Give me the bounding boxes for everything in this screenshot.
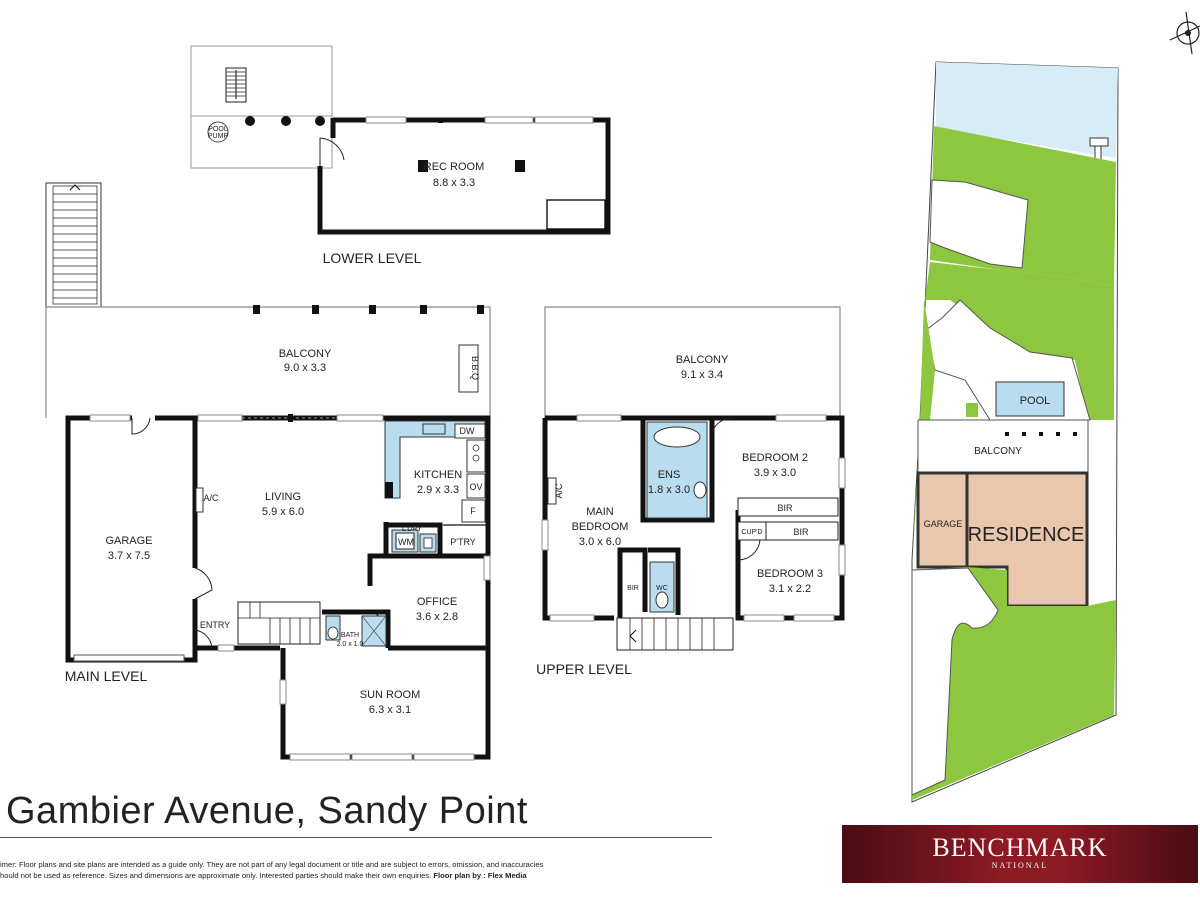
- main-bir-label: BIR: [627, 585, 639, 592]
- compass-icon: [1169, 11, 1200, 55]
- disclaimer-line-1: imer: Floor plans and site plans are int…: [0, 860, 544, 869]
- bath-walls: [322, 609, 391, 648]
- property-address: Gambier Avenue, Sandy Point: [6, 790, 528, 832]
- sun-room-name: SUN ROOM: [360, 689, 421, 701]
- logo-brand: BENCHMARK: [932, 833, 1108, 862]
- main-balcony-dims: 9.0 x 3.3: [284, 362, 326, 374]
- stair-icon: [225, 67, 247, 103]
- pool-pump-label-2: PUMP: [208, 133, 229, 140]
- main-balcony-name: BALCONY: [279, 348, 332, 360]
- divider: [0, 837, 712, 838]
- office-name: OFFICE: [417, 596, 457, 608]
- living-dims: 5.9 x 6.0: [262, 506, 304, 518]
- wm-label: WM: [398, 537, 414, 547]
- stair-icon: [237, 601, 321, 645]
- lower-level-title: LOWER LEVEL: [323, 250, 422, 266]
- main-bedroom-dims: 3.0 x 6.0: [579, 536, 621, 548]
- site-pool-label: POOL: [1020, 395, 1051, 407]
- main-level-title: MAIN LEVEL: [65, 668, 148, 684]
- upper-level: BALCONY 9.1 x 3.4 A/C MAIN BEDROOM 3.0 x…: [536, 306, 846, 677]
- ensuite-walls: [640, 418, 715, 523]
- main-balcony-outline: [45, 306, 491, 418]
- wc-walls: [617, 547, 681, 618]
- lawn-middle: [925, 262, 1114, 420]
- bedroom2-dims: 3.9 x 3.0: [754, 467, 796, 479]
- main-level: BALCONY 9.0 x 3.3 B.B.Q GARAGE 3.7 x 7.5…: [45, 182, 491, 761]
- bath-name: BATH: [341, 632, 359, 639]
- garage-name: GARAGE: [105, 535, 152, 547]
- main-bedroom-name-2: BEDROOM: [572, 521, 629, 533]
- office-dims: 3.6 x 2.8: [416, 611, 458, 623]
- pantry-label: P'TRY: [450, 537, 476, 547]
- logo-sub: NATIONAL: [991, 861, 1049, 870]
- sun-room-dims: 6.3 x 3.1: [369, 704, 411, 716]
- driveway: [911, 567, 999, 796]
- bbq-label: B.B.Q: [470, 356, 480, 380]
- site-residence-label: RESIDENCE: [968, 524, 1085, 546]
- laundry-walls: [383, 522, 443, 556]
- upper-deck: [929, 179, 1029, 269]
- ens-name: ENS: [658, 469, 681, 481]
- disclaimer: imer: Floor plans and site plans are int…: [0, 859, 712, 881]
- upper-ac-label: A/C: [554, 483, 564, 499]
- ens-dims: 1.8 x 3.0: [648, 484, 690, 496]
- rec-room-walls: [317, 117, 611, 235]
- bir-label-1: BIR: [777, 503, 793, 513]
- sun-room-walls: [280, 645, 491, 760]
- floor-plan-credit: Floor plan by : Flex Media: [433, 871, 527, 880]
- bath-dims: 2.0 x 1.0: [337, 641, 364, 648]
- garage-dims: 3.7 x 7.5: [108, 550, 150, 562]
- rec-room-name: REC ROOM: [424, 161, 485, 173]
- stair-icon: [45, 182, 102, 308]
- door-swing-icon: [319, 137, 345, 166]
- pool-pump-label-1: POOL: [208, 126, 228, 133]
- bedroom2-name: BEDROOM 2: [742, 452, 808, 464]
- disclaimer-line-2: hould not be used as reference. Sizes an…: [0, 871, 432, 880]
- wc-label: WC: [656, 585, 668, 592]
- cupboard-label: CUP'D: [741, 529, 762, 536]
- bedroom3-dims: 3.1 x 2.2: [769, 583, 811, 595]
- site-balcony: [917, 419, 1089, 473]
- kitchen-dims: 2.9 x 3.3: [417, 484, 459, 496]
- upper-balcony-dims: 9.1 x 3.4: [681, 369, 723, 381]
- water: [936, 62, 1118, 158]
- upper-balcony-name: BALCONY: [676, 354, 729, 366]
- upper-level-title: UPPER LEVEL: [536, 661, 632, 677]
- pool-pump: [207, 121, 229, 143]
- main-bedroom-name-1: MAIN: [586, 506, 614, 518]
- fridge-label: F: [470, 506, 476, 516]
- dw-label: DW: [460, 426, 475, 436]
- lower-level: POOL PUMP REC ROOM 8.8 x 3.3 LOWER LEVEL: [190, 45, 611, 266]
- bedroom3-name: BEDROOM 3: [757, 568, 823, 580]
- stair-icon: [616, 617, 734, 651]
- laundry-label: L'DRY: [402, 526, 422, 533]
- living-walls: [195, 415, 491, 586]
- rec-room-dims: 8.8 x 3.3: [433, 177, 475, 189]
- main-ac-label: A/C: [203, 493, 219, 503]
- ov-label: OV: [469, 482, 482, 492]
- agency-logo: BENCHMARK NATIONAL: [842, 825, 1198, 883]
- entry-label: ENTRY: [200, 620, 230, 630]
- bir-label-2: BIR: [793, 527, 809, 537]
- site-pool: [995, 381, 1065, 417]
- upper-balcony-outline: [544, 306, 841, 418]
- lower-deck: [190, 45, 333, 169]
- site-garage-label: GARAGE: [924, 519, 963, 529]
- site-balcony-label: BALCONY: [974, 446, 1022, 457]
- lawn-lower: [912, 567, 1116, 800]
- site-plan: POOL BALCONY GARAGE RESIDENCE: [911, 11, 1200, 803]
- living-name: LIVING: [265, 491, 301, 503]
- kitchen-name: KITCHEN: [414, 469, 462, 481]
